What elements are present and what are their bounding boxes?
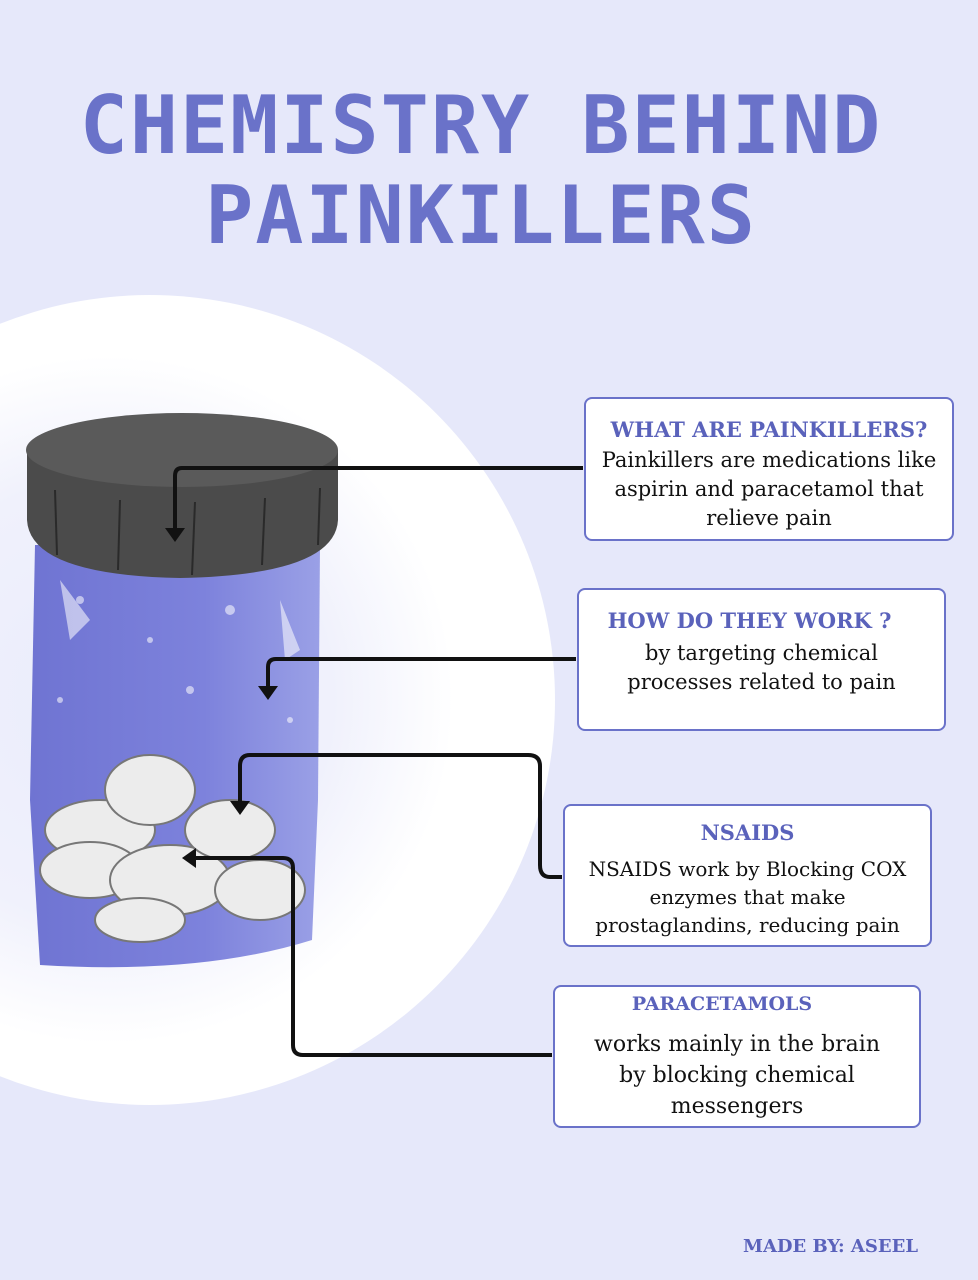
box-body: by targeting chemical processes related …	[627, 641, 896, 694]
arrowheads	[165, 528, 278, 868]
box-body: NSAIDS work by Blocking COX enzymes that…	[588, 857, 907, 937]
title-line-1: CHEMISTRY BEHIND	[79, 79, 883, 172]
bottle-lid	[26, 413, 338, 578]
title-line-2: PAINKILLERS	[205, 169, 757, 262]
author-credit: MADE BY: ASEEL	[743, 1236, 918, 1257]
box-heading: HOW DO THEY WORK ?	[607, 608, 892, 633]
box-heading: PARACETAMOLS	[631, 993, 813, 1015]
connector-arrows	[173, 466, 583, 1057]
box-heading: NSAIDS	[700, 820, 795, 845]
info-box-paracetamols: PARACETAMOLS works mainly in the brain b…	[553, 985, 921, 1128]
info-box-what-are-painkillers: WHAT ARE PAINKILLERS? Painkillers are me…	[584, 397, 954, 541]
box-body: works mainly in the brain by blocking ch…	[594, 1032, 880, 1119]
pills	[39, 754, 306, 943]
box-heading: WHAT ARE PAINKILLERS?	[610, 417, 928, 442]
box-body: Painkillers are medications like aspirin…	[601, 448, 937, 530]
info-box-how-do-they-work: HOW DO THEY WORK ? by targeting chemical…	[577, 588, 946, 731]
info-box-nsaids: NSAIDS NSAIDS work by Blocking COX enzym…	[563, 804, 932, 947]
